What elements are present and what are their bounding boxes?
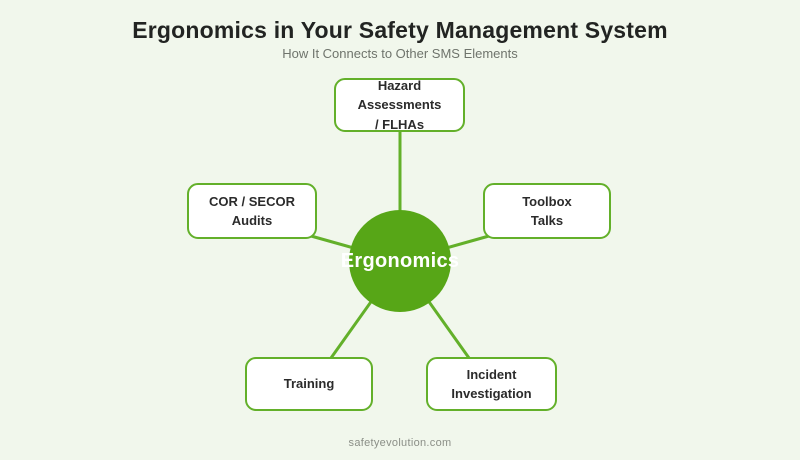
node-label-line: Training: [283, 376, 335, 392]
hub-circle-ergonomics: Ergonomics: [341, 210, 459, 312]
node-label-line: Audits: [231, 213, 273, 228]
node-label-line: / FLHAs: [374, 116, 425, 132]
page-title: Ergonomics in Your Safety Management Sys…: [132, 17, 668, 43]
hub-label: Ergonomics: [340, 249, 460, 272]
page-subtitle: How It Connects to Other SMS Elements: [282, 46, 518, 61]
node-label-line: Investigation: [451, 386, 532, 401]
footer-website: safetyevolution.com: [348, 437, 452, 449]
node-toolbox-talks: Toolbox Talks: [483, 183, 611, 239]
node-incident-investigation: Incident Investigation: [426, 357, 557, 411]
node-cor-secor-audits: COR / SECOR Audits: [187, 183, 317, 239]
node-label-line: COR / SECOR: [209, 193, 295, 209]
node-label-line: Talks: [530, 213, 564, 228]
node-hazard-assessments: Hazard Assessments / FLHAs: [334, 78, 465, 132]
node-training: Training: [245, 357, 373, 411]
node-label-line: Hazard Assessments: [357, 77, 442, 113]
node-label-line: Toolbox: [522, 193, 572, 209]
node-label-line: Incident: [466, 366, 517, 382]
